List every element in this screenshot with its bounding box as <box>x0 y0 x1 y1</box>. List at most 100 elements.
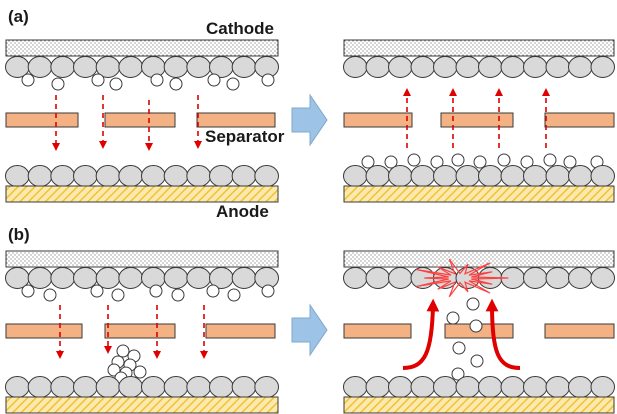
a-right-anode-particle <box>343 165 368 187</box>
a-right-separator-segment <box>343 112 413 128</box>
b-right-anode-particle <box>388 376 413 398</box>
a-right-cathode-particle <box>545 56 570 78</box>
a-right-anode-particle <box>388 165 413 187</box>
a-right-anode-particle <box>433 165 458 187</box>
a-right-cathode-particle <box>478 56 503 78</box>
b-right-cathode-particle <box>590 267 615 289</box>
a-right-anode-current-collector <box>343 185 615 203</box>
b-left-anode-particle <box>50 376 76 398</box>
a-left-cathode-particle <box>50 56 76 78</box>
a-right-anode-particle <box>500 165 525 187</box>
b-left-cathode-current-collector <box>5 250 279 268</box>
a-left-anode-particle <box>118 165 144 187</box>
a-right-cathode-particle <box>568 56 593 78</box>
b-left-separator-segment <box>205 323 276 339</box>
b-right-anode-particle <box>365 376 390 398</box>
a-left-anode-particle <box>163 165 189 187</box>
b-right-anode-particle <box>545 376 570 398</box>
a-right-lithium-ion <box>473 155 487 169</box>
b-left-lithium-ion <box>90 284 104 298</box>
a-left-cathode-particle <box>118 56 144 78</box>
a-right-anode-particle <box>478 165 503 187</box>
a-right-separator-segment <box>544 112 615 128</box>
b-left-anode-particle <box>27 376 53 398</box>
b-left-lithium-ion <box>227 288 241 302</box>
b-left-anode-current-collector <box>5 396 279 414</box>
a-right-cathode-particle <box>433 56 458 78</box>
a-right-cathode-particle <box>590 56 615 78</box>
b-right-cathode-current-collector <box>343 250 615 268</box>
b-right-migrating-ion <box>469 319 483 333</box>
a-left-anode-particle <box>254 165 279 187</box>
a-left-anode-particle <box>186 165 212 187</box>
a-left-separator-segment <box>196 112 276 128</box>
b-left-cathode-particle <box>186 267 212 289</box>
b-right-cathode-particle <box>388 267 413 289</box>
a-left-lithium-ion <box>261 73 275 87</box>
b-left-separator-segment <box>104 323 176 339</box>
b-left-lithium-ion <box>43 288 57 302</box>
a-right-anode-particle <box>365 165 390 187</box>
separator-label: Separator <box>205 127 285 146</box>
b-right-cathode-particle <box>545 267 570 289</box>
b-left-anode-particle <box>95 376 121 398</box>
a-right-separator-segment <box>440 112 514 128</box>
a-left-anode-particle <box>231 165 257 187</box>
b-right-migrating-ion <box>466 297 480 311</box>
b-left-lithium-ion <box>261 284 275 298</box>
transition-arrow-b <box>291 303 328 357</box>
b-left-dendrite-cluster-ion <box>133 365 147 379</box>
b-right-cathode-particle <box>523 267 548 289</box>
panel-b-label: (b) <box>8 225 30 244</box>
b-right-migrating-ion <box>451 367 465 381</box>
a-left-cathode-current-collector <box>5 39 279 57</box>
b-left-anode-particle <box>73 376 98 398</box>
a-left-cathode-particle <box>141 56 166 78</box>
a-left-anode-particle <box>209 165 234 187</box>
b-right-separator-segment <box>544 323 615 339</box>
b-left-lithium-ion <box>206 284 220 298</box>
b-left-lithium-ion <box>111 288 125 302</box>
panel-a-label: (a) <box>8 7 29 26</box>
b-left-dendrite-cluster-ion <box>116 344 130 358</box>
anode-label: Anode <box>216 202 269 221</box>
b-right-cathode-particle <box>568 267 593 289</box>
a-right-anode-particle <box>410 165 435 187</box>
b-right-anode-particle <box>433 376 458 398</box>
a-right-cathode-particle <box>388 56 413 78</box>
b-left-cathode-particle <box>118 267 144 289</box>
a-left-anode-particle <box>5 165 30 187</box>
a-left-lithium-ion <box>169 77 183 91</box>
a-right-cathode-particle <box>523 56 548 78</box>
a-right-anode-particle <box>523 165 548 187</box>
b-right-cathode-particle <box>365 267 390 289</box>
b-right-anode-particle <box>523 376 548 398</box>
a-right-cathode-particle <box>365 56 390 78</box>
a-right-cathode-particle <box>500 56 525 78</box>
b-right-anode-current-collector <box>343 396 615 414</box>
b-left-lithium-ion <box>171 288 185 302</box>
short-circuit-spark-icon <box>416 258 509 298</box>
b-right-anode-particle <box>410 376 435 398</box>
a-left-anode-particle <box>50 165 76 187</box>
b-right-migrating-ion <box>446 311 460 325</box>
b-left-cathode-particle <box>163 267 189 289</box>
a-left-anode-current-collector <box>5 185 279 203</box>
a-left-cathode-particle <box>163 56 189 78</box>
b-left-anode-particle <box>5 376 30 398</box>
a-left-separator-segment <box>5 112 79 128</box>
layers <box>5 39 615 414</box>
a-left-cathode-particle <box>27 56 53 78</box>
a-left-anode-particle <box>73 165 98 187</box>
a-left-lithium-ion <box>51 77 65 91</box>
a-left-lithium-ion <box>91 73 105 87</box>
b-right-separator-segment <box>343 323 412 339</box>
b-right-anode-particle <box>343 376 368 398</box>
b-left-cathode-particle <box>231 267 257 289</box>
a-left-anode-particle <box>27 165 53 187</box>
a-left-anode-particle <box>141 165 166 187</box>
b-left-cathode-particle <box>73 267 98 289</box>
a-right-anode-particle <box>545 165 570 187</box>
a-left-separator-segment <box>104 112 176 128</box>
